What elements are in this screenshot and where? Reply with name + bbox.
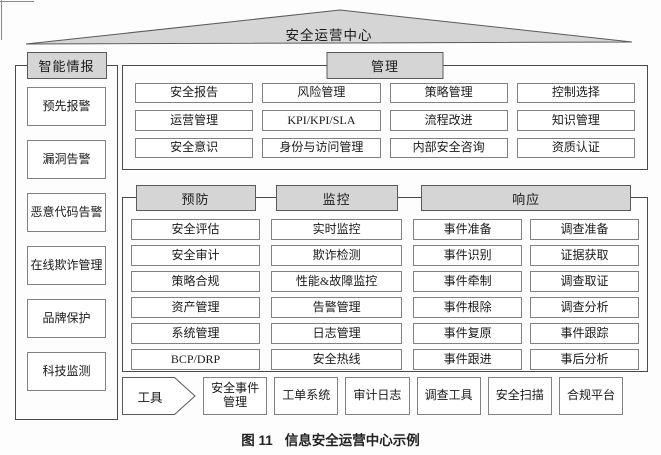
intel-item: 品牌保护 [27,299,106,338]
tool-item: 合规平台 [558,377,624,415]
intel-item: 预先报警 [27,87,106,126]
response-item: 证据获取 [530,245,640,266]
intel-item: 在线欺诈管理 [27,246,106,285]
response-incident-column: 事件准备 事件识别 事件牵制 事件根除 事件复原 事件跟进 [413,219,523,370]
response-investigation-column: 调查准备 证据获取 调查取证 调查分析 事件跟踪 事后分析 [530,219,640,370]
monitoring-item: 安全热线 [271,349,403,370]
tool-item: 调查工具 [416,377,481,415]
arrow-shape [122,377,196,415]
management-item: KPI/KPI/SLA [262,110,381,131]
monitoring-group: 监控 实时监控 欺诈检测 性能&故障监控 告警管理 日志管理 安全热线 [271,185,403,371]
response-item: 事件跟踪 [530,323,640,344]
management-item: 流程改进 [389,110,508,131]
monitoring-item: 日志管理 [271,323,403,344]
response-item: 调查取证 [530,271,640,292]
tool-item: 安全事件管理 [203,377,268,415]
intel-panel-header: 智能情报 [26,52,107,79]
monitoring-item: 欺诈检测 [271,245,403,266]
management-item: 身份与访问管理 [262,137,381,158]
management-item: 内部安全咨询 [389,137,508,158]
response-item: 事件复原 [413,323,523,344]
management-item: 风险管理 [262,83,381,104]
management-item: 知识管理 [516,110,635,131]
monitoring-items: 实时监控 欺诈检测 性能&故障监控 告警管理 日志管理 安全热线 [271,219,403,371]
intel-items: 预先报警 漏洞告警 恶意代码告警 在线欺诈管理 品牌保护 科技监测 [16,66,117,391]
roof-triangle-shape [25,9,633,45]
management-item: 安全报告 [135,83,254,104]
management-grid: 安全报告 运营管理 安全意识 风险管理 KPI/KPI/SLA 身份与访问管理 … [123,66,647,169]
intel-panel: 智能情报 预先报警 漏洞告警 恶意代码告警 在线欺诈管理 品牌保护 科技监测 [15,52,118,420]
management-item: 资质认证 [516,137,635,158]
crop-artifact-line [0,1,34,2]
intel-item: 漏洞告警 [27,140,106,179]
prevention-item: BCP/DRP [131,349,261,370]
intel-item: 恶意代码告警 [27,193,106,232]
prevention-header: 预防 [135,185,256,211]
soc-roof: 安全运营中心 [20,7,638,47]
intel-item: 科技监测 [27,352,106,391]
tool-item: 工单系统 [274,377,339,415]
prevention-item: 资产管理 [131,297,261,318]
prevention-group: 预防 安全评估 安全审计 策略合规 资产管理 系统管理 BCP/DRP [131,185,261,371]
main-column: 管理 安全报告 运营管理 安全意识 风险管理 KPI/KPI/SLA 身份与访问… [122,46,648,420]
management-panel: 管理 安全报告 运营管理 安全意识 风险管理 KPI/KPI/SLA 身份与访问… [122,52,648,170]
monitoring-item: 告警管理 [271,297,403,318]
management-panel-header: 管理 [326,52,444,79]
response-item: 调查准备 [530,219,640,240]
diagram-body: 智能情报 预先报警 漏洞告警 恶意代码告警 在线欺诈管理 品牌保护 科技监测 管… [15,46,648,420]
management-item: 控制选择 [516,83,635,104]
response-item: 事件牵制 [413,271,523,292]
management-item: 策略管理 [389,83,508,104]
response-item: 事件跟进 [413,349,523,370]
monitoring-item: 性能&故障监控 [271,271,403,292]
prevention-item: 安全审计 [131,245,261,266]
response-item: 事后分析 [530,349,640,370]
monitoring-item: 实时监控 [271,219,403,240]
response-item: 事件识别 [413,245,523,266]
response-columns: 事件准备 事件识别 事件牵制 事件根除 事件复原 事件跟进 调查准备 证据获取 … [413,219,640,370]
response-item: 调查分析 [530,297,640,318]
prevention-item: 安全评估 [131,219,261,240]
response-item: 事件准备 [413,219,523,240]
tools-label: 工具 [137,390,163,405]
tool-item-label: 安全事件管理 [211,381,260,409]
diagram-title: 安全运营中心 [285,28,373,43]
response-header: 响应 [421,185,632,211]
tools-arrow: 工具 [122,377,196,415]
crop-artifact-line [1,0,2,40]
figure-caption: 图 11 信息安全运营中心示例 [0,429,661,449]
management-item: 安全意识 [135,137,254,158]
response-group: 响应 事件准备 事件识别 事件牵制 事件根除 事件复原 事件跟进 调查准备 [413,185,640,371]
figure-caption-text: 信息安全运营中心示例 [284,433,420,448]
operations-panel: 预防 安全评估 安全审计 策略合规 资产管理 系统管理 BCP/DRP 监控 实… [122,185,648,372]
response-item: 事件根除 [413,297,523,318]
monitoring-header: 监控 [275,185,398,211]
tool-item: 审计日志 [345,377,410,415]
prevention-items: 安全评估 安全审计 策略合规 资产管理 系统管理 BCP/DRP [131,219,261,371]
figure-number: 图 11 [241,433,273,448]
management-item: 运营管理 [135,110,254,131]
prevention-item: 策略合规 [131,271,261,292]
tool-item: 安全扫描 [487,377,552,415]
tools-row: 工具 安全事件管理 工单系统 审计日志 调查工具 安全扫描 合规平台 [122,377,624,415]
prevention-item: 系统管理 [131,323,261,344]
